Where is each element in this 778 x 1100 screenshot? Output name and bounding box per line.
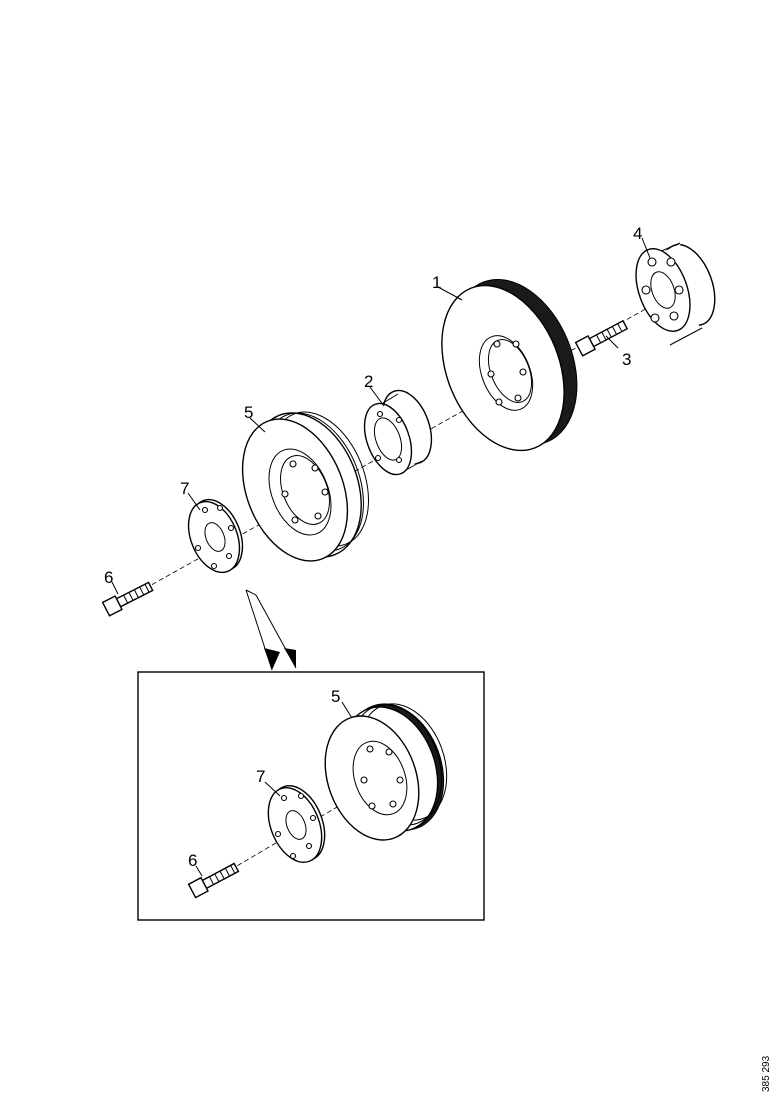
leader-lines-main [111,237,651,595]
callout-7-main: 7 [180,479,189,498]
part-6-bolt-main [101,581,154,617]
part-4-hub [635,242,716,346]
detail-inset-frame [137,671,485,921]
part-1-vibration-damper [441,278,578,452]
detail-pointer [245,589,297,671]
callout-2: 2 [364,372,373,391]
callout-6-main: 6 [104,568,113,587]
leader-lines-inset [195,701,353,877]
part-2-spacer [363,389,433,476]
part-3-bolt [574,319,629,357]
part-6-bolt-inset [187,862,240,899]
callout-6-inset: 6 [188,851,197,870]
drawing-reference-code: 385 293 [761,1055,772,1092]
part-7-washer-inset [267,785,326,863]
callout-1: 1 [432,273,441,292]
part-7-washer-main [187,498,244,574]
callout-3: 3 [622,350,631,369]
callout-5-inset: 5 [331,687,340,706]
callout-7-inset: 7 [256,767,265,786]
part-5-pulley-inset [324,703,448,841]
callout-5-main: 5 [244,403,253,422]
part-5-pulley-main [241,411,369,562]
callout-4: 4 [633,224,642,243]
